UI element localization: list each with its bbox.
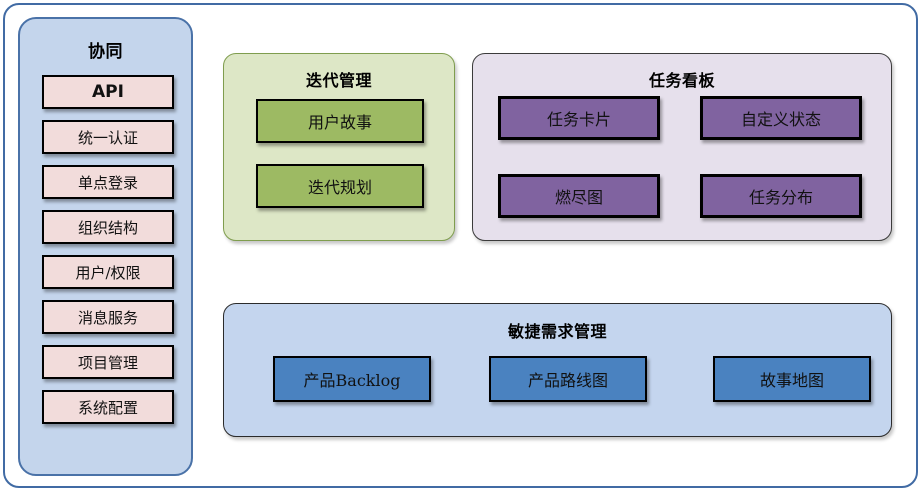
panel-collaboration[interactable]: 协同 API 统一认证 单点登录 组织结构 用户/权限 消息服务 项目管理 系统… (18, 17, 193, 476)
sidebar-item-api[interactable]: API (42, 75, 174, 109)
sidebar-item-unified-auth[interactable]: 统一认证 (42, 120, 174, 154)
sidebar-item-message-service[interactable]: 消息服务 (42, 300, 174, 334)
iteration-item-user-story[interactable]: 用户故事 (256, 99, 424, 143)
agile-item-product-backlog[interactable]: 产品Backlog (273, 356, 431, 402)
taskboard-item-custom-status[interactable]: 自定义状态 (700, 96, 862, 140)
outer-frame: 协同 API 统一认证 单点登录 组织结构 用户/权限 消息服务 项目管理 系统… (3, 3, 918, 488)
panel-task-board-title: 任务看板 (648, 71, 715, 90)
sidebar-item-org-structure[interactable]: 组织结构 (42, 210, 174, 244)
agile-item-product-roadmap[interactable]: 产品路线图 (489, 356, 647, 402)
panel-iteration-management[interactable]: 迭代管理 用户故事 迭代规划 (223, 53, 455, 241)
taskboard-item-task-distribution[interactable]: 任务分布 (700, 174, 862, 218)
iteration-item-iteration-plan[interactable]: 迭代规划 (256, 164, 424, 208)
sidebar-item-system-config[interactable]: 系统配置 (42, 390, 174, 424)
taskboard-item-burndown-chart[interactable]: 燃尽图 (498, 174, 660, 218)
panel-task-board[interactable]: 任务看板 任务卡片 自定义状态 燃尽图 任务分布 (472, 53, 892, 241)
sidebar-item-project-management[interactable]: 项目管理 (42, 345, 174, 379)
taskboard-item-task-card[interactable]: 任务卡片 (498, 96, 660, 140)
panel-collaboration-title: 协同 (88, 42, 123, 62)
panel-agile-title: 敏捷需求管理 (507, 322, 607, 341)
panel-agile-requirement-management[interactable]: 敏捷需求管理 产品Backlog 产品路线图 故事地图 (223, 303, 892, 437)
sidebar-item-sso[interactable]: 单点登录 (42, 165, 174, 199)
sidebar-item-user-permission[interactable]: 用户/权限 (42, 255, 174, 289)
panel-iteration-title: 迭代管理 (305, 71, 372, 90)
agile-item-story-map[interactable]: 故事地图 (713, 356, 871, 402)
